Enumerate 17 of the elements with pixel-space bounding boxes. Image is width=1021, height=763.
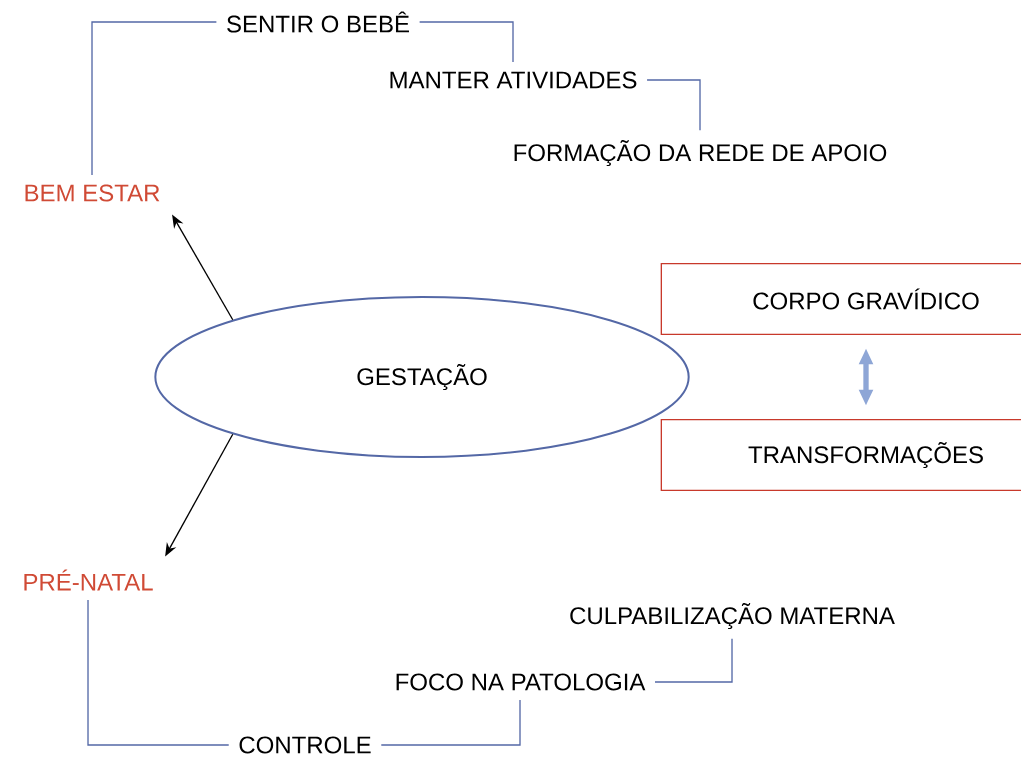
branch-label: MANTER ATIVIDADES <box>390 71 637 89</box>
branch-label: FOCO NA PATOLOGIA <box>396 673 646 691</box>
connector-line <box>87 599 230 746</box>
branch-label: CONTROLE <box>239 736 371 754</box>
branch-label: SENTIR O BEBÊ <box>227 11 409 33</box>
connector-line <box>91 21 218 176</box>
ellipse-node: GESTAÇÃO <box>154 296 690 458</box>
branch-label: FORMAÇÃO DA REDE DE APOIO <box>514 139 887 167</box>
heading-label: PRÉ-NATAL <box>24 569 153 591</box>
connector-line <box>646 79 701 131</box>
connector-line <box>654 638 733 683</box>
connector-line <box>380 699 521 746</box>
heading-label: BEM ESTAR <box>25 184 160 202</box>
text-box: CORPO GRAVÍDICO <box>660 263 1021 335</box>
branch-label: CULPABILIZAÇÃO MATERNA <box>570 602 895 630</box>
text-box: TRANSFORMAÇÕES <box>660 419 1021 491</box>
connector-line <box>418 21 514 63</box>
